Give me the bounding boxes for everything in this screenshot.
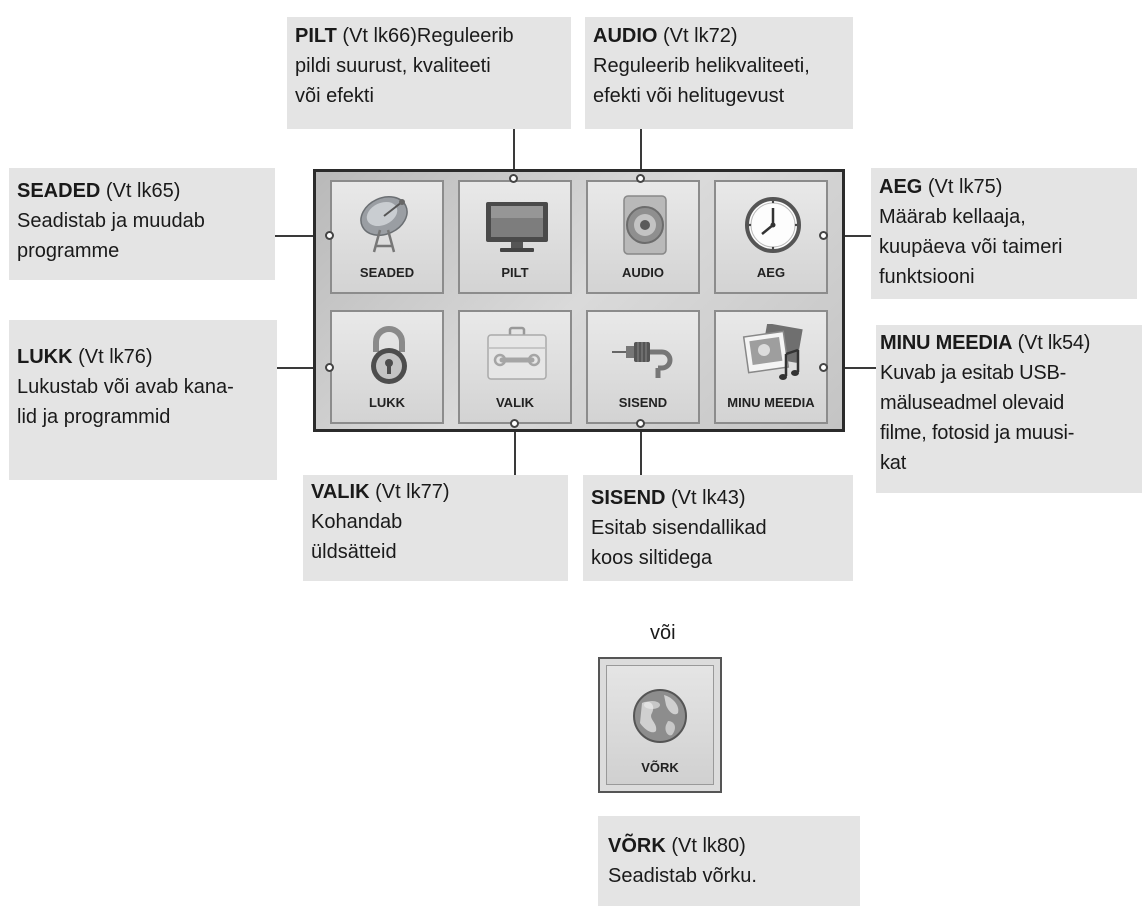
menu-tile-audio[interactable]: AUDIO [586,180,700,294]
media-photo-music-icon [742,324,803,380]
tv-icon [486,202,548,252]
callout-line: koos siltidega [591,547,713,569]
padlock-icon [371,326,407,384]
tile-label: AUDIO [622,265,664,280]
callout-line: kuupäeva või taimeri [879,236,1063,258]
callout-line: Lukustab või avab kana- [17,376,234,398]
callout-pilt: PILT (Vt lk66)Reguleerib pildi suurust, … [287,17,571,129]
speaker-icon [623,195,667,255]
callout-line: efekti või helitugevust [593,85,785,107]
main-menu-panel: SEADED PILT AUDIO AEG [313,169,845,432]
globe-icon [633,689,687,743]
tile-label: SISEND [618,395,668,410]
callout-line: Reguleerib [416,25,514,47]
callout-minu-meedia: MINU MEEDIA (Vt lk54) Kuvab ja esitab US… [876,325,1142,493]
callout-line: Kuvab ja esitab USB- [880,362,1067,384]
cable-plug-icon [612,342,673,378]
connector-minu-meedia [824,367,876,369]
connector-dot [636,174,645,183]
callout-title: MINU MEEDIA [880,332,1013,354]
connector-seaded [275,235,330,237]
callout-line: Määrab kellaaja, [879,206,1026,228]
callout-line: Kohandab [311,511,403,533]
menu-tile-lukk[interactable]: LUKK [330,310,444,424]
toolbox-icon [487,326,547,380]
callout-line: Reguleerib helikvaliteeti, [593,55,810,77]
callout-ref: (Vt lk66) [336,25,417,47]
callout-title: SEADED [17,180,101,202]
callout-ref: (Vt lk80) [665,835,746,857]
tile-label: VÕRK [641,760,679,775]
connector-dot [325,231,334,240]
callout-line: kat [880,452,907,474]
callout-ref: (Vt lk76) [72,346,153,368]
menu-tile-pilt[interactable]: PILT [458,180,572,294]
connector-valik [514,424,516,475]
connector-dot [325,363,334,372]
tile-label: MINU MEEDIA [727,395,815,410]
callout-line: pildi suurust, kvaliteeti [295,55,491,77]
connector-dot [509,174,518,183]
callout-line: üldsätteid [311,541,397,563]
tile-label: VALIK [495,395,535,410]
callout-line: Esitab sisendallikad [591,517,767,539]
callout-ref: (Vt lk54) [1012,332,1091,354]
connector-pilt [513,129,515,179]
callout-ref: (Vt lk77) [369,481,450,503]
tile-label: PILT [501,265,529,280]
callout-line: lid ja programmid [17,406,171,428]
callout-line: programme [17,240,120,262]
connector-aeg [824,235,871,237]
connector-dot [636,419,645,428]
connector-dot [819,231,828,240]
menu-tile-aeg[interactable]: AEG [714,180,828,294]
connector-dot [819,363,828,372]
callout-line: funktsiooni [879,266,975,288]
callout-line: Seadistab võrku. [608,865,757,887]
callout-title: AUDIO [593,25,658,47]
callout-line: või efekti [295,85,374,107]
callout-aeg: AEG (Vt lk75) Määrab kellaaja, kuupäeva … [871,168,1137,299]
menu-tile-minu-meedia[interactable]: MINU MEEDIA [714,310,828,424]
callout-line: filme, fotosid ja muusi- [880,422,1075,444]
callout-audio: AUDIO (Vt lk72) Reguleerib helikvaliteet… [585,17,853,129]
callout-ref: (Vt lk43) [665,487,746,509]
callout-title: LUKK [17,346,73,368]
tile-label: SEADED [359,265,415,280]
or-text: või [650,622,676,644]
menu-tile-sisend[interactable]: SISEND [586,310,700,424]
callout-title: SISEND [591,487,666,509]
connector-dot [510,419,519,428]
tile-label: LUKK [368,395,406,410]
menu-tile-vork[interactable]: VÕRK [598,657,722,793]
callout-title: AEG [879,176,923,198]
connector-sisend [640,424,642,475]
menu-tile-seaded[interactable]: SEADED [330,180,444,294]
connector-lukk [277,367,330,369]
callout-ref: (Vt lk65) [100,180,181,202]
callout-title: VÕRK [608,835,666,857]
connector-audio [640,129,642,179]
clock-icon [745,197,801,253]
callout-valik: VALIK (Vt lk77) Kohandab üldsätteid [303,475,568,581]
callout-seaded: SEADED (Vt lk65) Seadistab ja muudab pro… [9,168,275,280]
callout-ref: (Vt lk72) [657,25,738,47]
satellite-dish-icon [360,196,408,253]
callout-title: VALIK [311,481,370,503]
menu-tile-valik[interactable]: VALIK [458,310,572,424]
callout-lukk: LUKK (Vt lk76) Lukustab või avab kana- l… [9,320,277,480]
callout-line: Seadistab ja muudab [17,210,205,232]
callout-title: PILT [295,25,337,47]
callout-vork: VÕRK (Vt lk80) Seadistab võrku. [598,816,860,906]
callout-ref: (Vt lk75) [922,176,1003,198]
callout-sisend: SISEND (Vt lk43) Esitab sisendallikad ko… [583,475,853,581]
tile-label: AEG [756,265,786,280]
callout-line: mäluseadmel olevaid [880,392,1065,414]
